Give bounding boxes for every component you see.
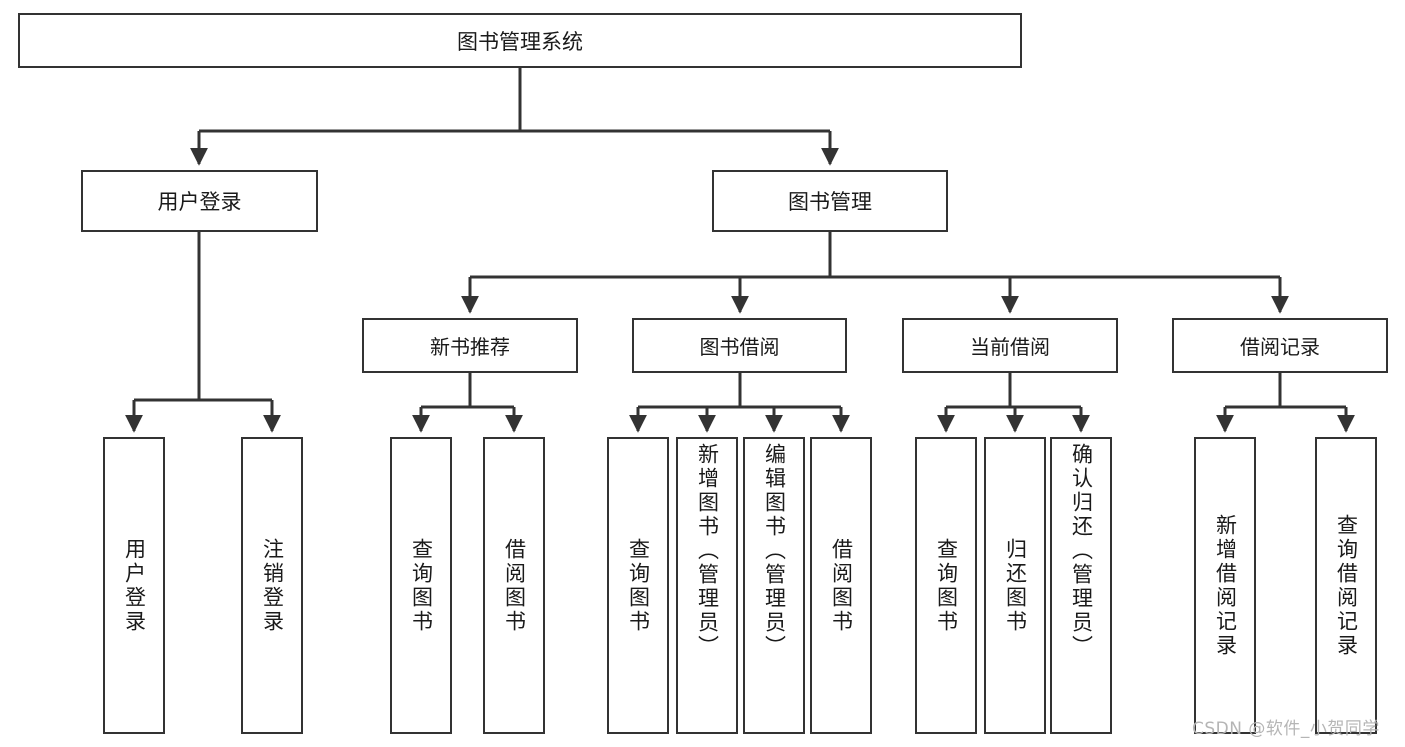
- node-book-management-label: 图书管理: [788, 190, 872, 214]
- node-new-book-recommend-label: 新书推荐: [430, 335, 510, 359]
- node-leaf-query-record-label: 查询借阅记录: [1334, 513, 1359, 658]
- node-leaf-add-record[interactable]: 新增借阅记录: [1194, 437, 1256, 734]
- node-book-borrow-label: 图书借阅: [699, 335, 780, 359]
- node-current-borrow-label: 当前借阅: [970, 335, 1050, 359]
- node-leaf-borrow-book-rec[interactable]: 借阅图书: [483, 437, 545, 734]
- csdn-watermark: CSDN @软件_小贺同学: [1192, 719, 1380, 739]
- node-leaf-borrow-book-rec-label: 借阅图书: [502, 537, 527, 634]
- node-leaf-add-record-label: 新增借阅记录: [1213, 513, 1238, 658]
- node-root[interactable]: 图书管理系统: [18, 13, 1022, 68]
- node-user-login[interactable]: 用户登录: [81, 170, 318, 232]
- node-leaf-user-login[interactable]: 用户登录: [103, 437, 165, 734]
- node-borrow-record[interactable]: 借阅记录: [1172, 318, 1388, 373]
- node-leaf-confirm-return-label: 确认归还（管理员）: [1069, 443, 1094, 659]
- node-root-label: 图书管理系统: [457, 29, 583, 54]
- node-leaf-logout[interactable]: 注销登录: [241, 437, 303, 734]
- node-leaf-borrow-book[interactable]: 借阅图书: [810, 437, 872, 734]
- node-new-book-recommend[interactable]: 新书推荐: [362, 318, 578, 373]
- node-leaf-query-book-rec[interactable]: 查询图书: [390, 437, 452, 734]
- node-leaf-user-login-label: 用户登录: [122, 537, 147, 634]
- node-leaf-query-book-borrow-label: 查询图书: [626, 537, 651, 634]
- node-leaf-edit-book[interactable]: 编辑图书（管理员）: [743, 437, 805, 734]
- node-leaf-query-record[interactable]: 查询借阅记录: [1315, 437, 1377, 734]
- node-leaf-query-book-borrow[interactable]: 查询图书: [607, 437, 669, 734]
- node-leaf-edit-book-label: 编辑图书（管理员）: [762, 443, 787, 659]
- node-leaf-borrow-book-label: 借阅图书: [829, 537, 854, 634]
- node-leaf-logout-label: 注销登录: [260, 537, 285, 634]
- node-book-management[interactable]: 图书管理: [712, 170, 948, 232]
- node-borrow-record-label: 借阅记录: [1240, 335, 1320, 359]
- node-leaf-add-book-label: 新增图书（管理员）: [695, 443, 720, 659]
- node-leaf-add-book[interactable]: 新增图书（管理员）: [676, 437, 738, 734]
- node-leaf-return-book-label: 归还图书: [1003, 537, 1028, 634]
- node-leaf-query-book-rec-label: 查询图书: [409, 537, 434, 634]
- node-user-login-label: 用户登录: [157, 190, 242, 214]
- node-leaf-query-book-current[interactable]: 查询图书: [915, 437, 977, 734]
- node-leaf-return-book[interactable]: 归还图书: [984, 437, 1046, 734]
- node-leaf-query-book-current-label: 查询图书: [934, 537, 959, 634]
- node-book-borrow[interactable]: 图书借阅: [632, 318, 847, 373]
- node-leaf-confirm-return[interactable]: 确认归还（管理员）: [1050, 437, 1112, 734]
- node-current-borrow[interactable]: 当前借阅: [902, 318, 1118, 373]
